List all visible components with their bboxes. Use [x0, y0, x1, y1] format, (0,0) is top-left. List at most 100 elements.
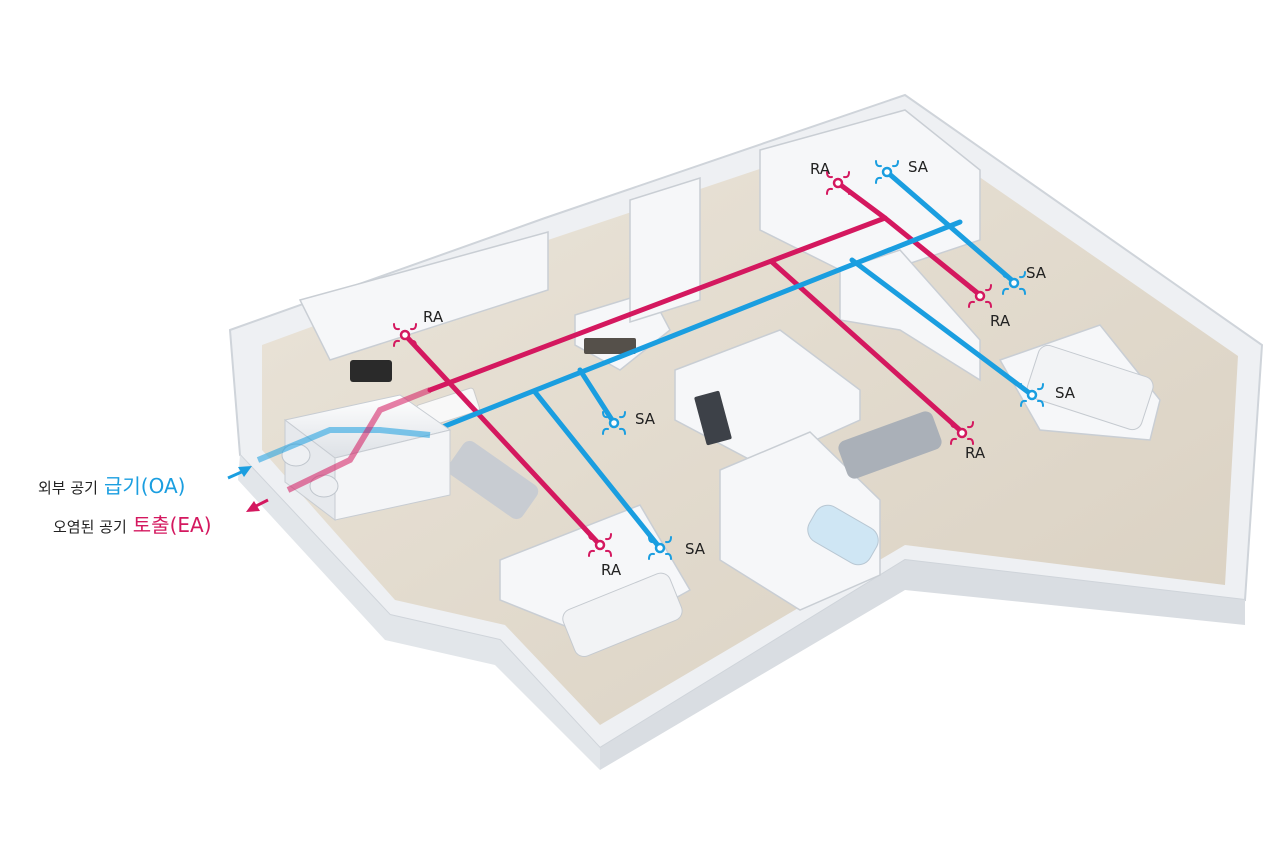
airflow-arrow-icon	[605, 533, 612, 541]
vent-label: SA	[1026, 264, 1047, 282]
airflow-arrow-icon	[892, 160, 899, 168]
legend-ea-description: 오염된 공기	[53, 518, 127, 536]
legend-oa-description: 외부 공기	[38, 479, 98, 497]
supply-duct-8	[532, 389, 663, 551]
airflow-arrow-icon	[393, 339, 400, 347]
airflow-arrow-icon	[985, 284, 992, 292]
bed-front	[562, 572, 683, 658]
airflow-arrow-icon	[619, 411, 626, 419]
supply-duct-5	[427, 219, 963, 435]
airflow-arrow-icon	[1002, 271, 1009, 279]
supply-duct-7	[577, 367, 617, 426]
airflow-arrow-icon	[826, 187, 833, 195]
legend-ea: 오염된 공기 토출(EA)	[53, 509, 212, 538]
airflow-arrow-icon	[875, 176, 882, 184]
vent-label: SA	[685, 540, 706, 558]
vent-label: RA	[965, 444, 986, 462]
airflow-arrow-icon	[1037, 399, 1044, 407]
airflow-arrow-icon	[892, 176, 899, 184]
airflow-arrow-icon	[1019, 271, 1026, 279]
bathtub	[807, 504, 879, 566]
airflow-arrow-icon	[967, 421, 974, 429]
airflow-arrow-icon	[602, 411, 609, 419]
return-vent-5: RA	[588, 533, 622, 579]
arrow-in-icon	[227, 466, 252, 480]
return-vent-3: RA	[968, 284, 1011, 330]
airflow-arrow-icon	[968, 300, 975, 308]
return-duct-1	[427, 215, 888, 393]
airflow-arrow-icon	[393, 323, 400, 331]
airflow-arrow-icon	[665, 552, 672, 560]
airflow-arrow-icon	[605, 549, 612, 557]
sofa-bedroom	[838, 411, 942, 479]
vent-label: SA	[1055, 384, 1076, 402]
vent-diffuser-icon	[1026, 389, 1038, 401]
airflow-arrow-icon	[588, 549, 595, 557]
room-wall-a	[629, 176, 701, 324]
airflow-arrow-icon	[950, 437, 957, 445]
return-vent-1: RA	[393, 308, 444, 347]
airflow-arrow-icon	[648, 552, 655, 560]
airflow-arrow-icon	[410, 323, 417, 331]
vent-diffuser-icon	[974, 290, 986, 302]
return-vent-4: RA	[950, 421, 986, 462]
airflow-arrow-icon	[985, 300, 992, 308]
ea-duct-out	[286, 387, 432, 493]
airflow-arrow-icon	[1002, 287, 1009, 295]
return-duct-3	[402, 332, 603, 548]
furniture	[350, 338, 1154, 658]
vent-label: SA	[908, 158, 929, 176]
kitchen-counter	[298, 231, 549, 361]
supply-duct-9	[849, 257, 1035, 398]
vent-label: RA	[601, 561, 622, 579]
arrow-out-icon	[246, 498, 269, 512]
return-duct-2	[835, 180, 983, 298]
vent-label: RA	[423, 308, 444, 326]
vent-diffuser-icon	[956, 427, 968, 439]
legend-oa: 외부 공기 급기(OA)	[38, 470, 185, 499]
legend-oa-term: 급기(OA)	[103, 474, 186, 498]
fireplace	[584, 338, 636, 354]
airflow-arrow-icon	[968, 284, 975, 292]
legend-ea-term: 토출(EA)	[132, 513, 212, 537]
tv	[694, 390, 732, 446]
airflow-arrow-icon	[410, 339, 417, 347]
supply-vent-7: SA	[1002, 264, 1047, 295]
vent-markers: RA RA RA RA RA SA SA SA SA SA	[393, 158, 1076, 579]
supply-vent-6: SA	[875, 158, 929, 184]
airflow-arrow-icon	[1019, 287, 1026, 295]
airflow-arrow-icon	[950, 421, 957, 429]
airflow-arrow-icon	[665, 536, 672, 544]
oa-duct-in	[256, 427, 431, 463]
vent-diffuser-icon	[594, 539, 606, 551]
vent-diffuser-icon	[654, 542, 666, 554]
supply-duct-6	[884, 169, 1017, 285]
vent-label: SA	[635, 410, 656, 428]
vent-label: RA	[990, 312, 1011, 330]
vent-diffuser-icon	[881, 166, 893, 178]
airflow-arrow-icon	[843, 187, 850, 195]
vent-diffuser-icon	[608, 417, 620, 429]
airflow-arrow-icon	[843, 171, 850, 179]
airflow-arrow-icon	[602, 427, 609, 435]
vent-diffuser-icon	[399, 329, 411, 341]
sofa-living	[447, 440, 539, 520]
airflow-arrow-icon	[588, 533, 595, 541]
vent-diffuser-icon	[1008, 277, 1020, 289]
unit-side	[334, 429, 451, 521]
airflow-arrow-icon	[1037, 383, 1044, 391]
return-duct-4	[769, 259, 965, 435]
airflow-arrow-icon	[826, 171, 833, 179]
airflow-arrow-icon	[875, 160, 882, 168]
bathroom-2	[719, 431, 881, 611]
airflow-arrow-icon	[1020, 383, 1027, 391]
airflow-arrow-icon	[1020, 399, 1027, 407]
supply-vent-10: SA	[648, 536, 706, 560]
vent-label: RA	[810, 160, 831, 178]
airflow-arrow-icon	[619, 427, 626, 435]
vent-diffuser-icon	[832, 177, 844, 189]
interior-walls	[298, 109, 1161, 641]
return-vent-2: RA	[810, 160, 850, 195]
airflow-arrow-icon	[967, 437, 974, 445]
